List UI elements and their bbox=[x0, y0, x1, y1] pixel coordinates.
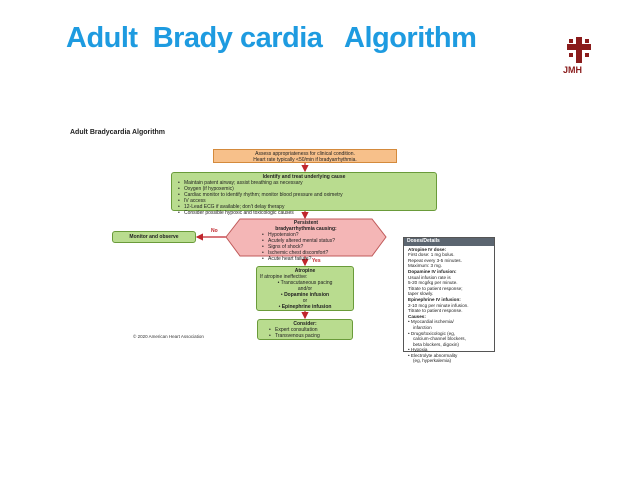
atropine-line-3: and/or bbox=[297, 286, 313, 292]
identify-item: Consider possible hypoxic and toxicologi… bbox=[178, 210, 432, 216]
identify-item: Maintain patent airway; assist breathing… bbox=[178, 180, 432, 186]
monitor-text: Monitor and observe bbox=[129, 234, 179, 240]
copyright: © 2020 American Heart Association bbox=[133, 334, 204, 339]
identify-item: Oxygen (if hypoxemic) bbox=[178, 186, 432, 192]
assess-box: Assess appropriateness for clinical cond… bbox=[213, 149, 397, 163]
dopamine-dose-line: 5-20 mcg/kg per minute. bbox=[408, 280, 458, 286]
cause-line: • Electrolyte abnormality bbox=[408, 352, 458, 358]
identify-item: 12-Lead ECG if available; don't delay th… bbox=[178, 204, 432, 210]
slide-title: Adult Brady cardia Algorithm bbox=[66, 22, 477, 54]
persistent-item: Hypotension? bbox=[262, 232, 362, 238]
doses-header: Doses/Details bbox=[404, 238, 494, 246]
epinephrine-dose-heading: Epinephrine IV infusion: bbox=[408, 296, 461, 302]
cause-line: • Myocardial ischemia/ bbox=[408, 319, 454, 325]
persistent-item: Signs of shock? bbox=[262, 244, 362, 250]
consider-title: Consider: bbox=[293, 321, 317, 327]
identify-box: Identify and treat underlying cause Main… bbox=[171, 172, 437, 216]
atropine-dose-line: Repeat every 3-5 minutes. bbox=[408, 257, 462, 263]
persistent-content: Persistent bradyarrhythmia causing: Hypo… bbox=[250, 220, 362, 262]
yes-label: Yes bbox=[312, 258, 321, 264]
epinephrine-dose-line: Titrate to patient response. bbox=[408, 308, 463, 314]
identify-title: Identify and treat underlying cause bbox=[262, 174, 346, 180]
cause-line: calcium-channel blockers, bbox=[413, 336, 466, 342]
dopamine-dose-line: taper slowly. bbox=[408, 291, 434, 297]
persistent-item: Acutely altered mental status? bbox=[262, 238, 362, 244]
figure-title: Adult Bradycardia Algorithm bbox=[70, 129, 166, 136]
atropine-box: Atropine If atropine ineffective: • Tran… bbox=[256, 266, 354, 311]
cause-line: • Hypoxia bbox=[408, 347, 428, 353]
atropine-title: Atropine bbox=[294, 268, 316, 274]
epinephrine-dose-line: 2-10 mcg per minute infusion. bbox=[408, 302, 469, 308]
identify-item: IV access bbox=[178, 198, 432, 204]
atropine-line-6: • Epinephrine infusion bbox=[278, 304, 332, 310]
persistent-title-2: bradyarrhythmia causing: bbox=[275, 226, 337, 232]
no-label: No bbox=[211, 228, 218, 234]
cause-line: beta blockers, digoxin) bbox=[413, 341, 459, 347]
atropine-dose-line: First dose: 1 mg bolus. bbox=[408, 252, 455, 258]
consider-item: Transvenous pacing bbox=[269, 333, 349, 339]
consider-box: Consider: Expert consultation Transvenou… bbox=[257, 319, 353, 340]
identify-item: Cardiac monitor to identify rhythm; moni… bbox=[178, 192, 432, 198]
atropine-line-2: • Transcutaneous pacing bbox=[277, 280, 333, 286]
logo-text: JMH bbox=[563, 65, 583, 75]
doses-panel: Doses/Details Atropine IV dose: First do… bbox=[403, 237, 495, 363]
dopamine-dose-line: Usual infusion rate is bbox=[408, 274, 451, 280]
atropine-line-4: • Dopamine infusion bbox=[280, 292, 330, 298]
jmh-logo: JMH bbox=[560, 36, 600, 76]
monitor-box: Monitor and observe bbox=[112, 231, 196, 243]
causes-heading: Causes: bbox=[408, 313, 426, 319]
atropine-line-5: or bbox=[302, 298, 308, 304]
dopamine-dose-line: Titrate to patient response; bbox=[408, 285, 463, 291]
cause-line: infarction bbox=[413, 324, 432, 330]
persistent-item: Acute heart failure? bbox=[262, 256, 362, 262]
atropine-line-1: If atropine ineffective: bbox=[260, 274, 308, 280]
atropine-dose-heading: Atropine IV dose: bbox=[408, 246, 447, 252]
assess-line-2: Heart rate typically <50/min if bradyarr… bbox=[253, 157, 357, 163]
cross-logo-icon bbox=[567, 37, 591, 63]
atropine-dose-line: Maximum: 3 mg. bbox=[408, 263, 442, 269]
persistent-item: Ischemic chest discomfort? bbox=[262, 250, 362, 256]
assess-line-1: Assess appropriateness for clinical cond… bbox=[255, 151, 355, 157]
cause-line: • Drugs/toxicologic (eg, bbox=[408, 330, 456, 336]
cause-line: (eg, hyperkalemia) bbox=[413, 358, 452, 364]
persistent-title-1: Persistent bbox=[293, 220, 319, 226]
consider-item: Expert consultation bbox=[269, 327, 349, 333]
dopamine-dose-heading: Dopamine IV infusion: bbox=[408, 268, 457, 274]
